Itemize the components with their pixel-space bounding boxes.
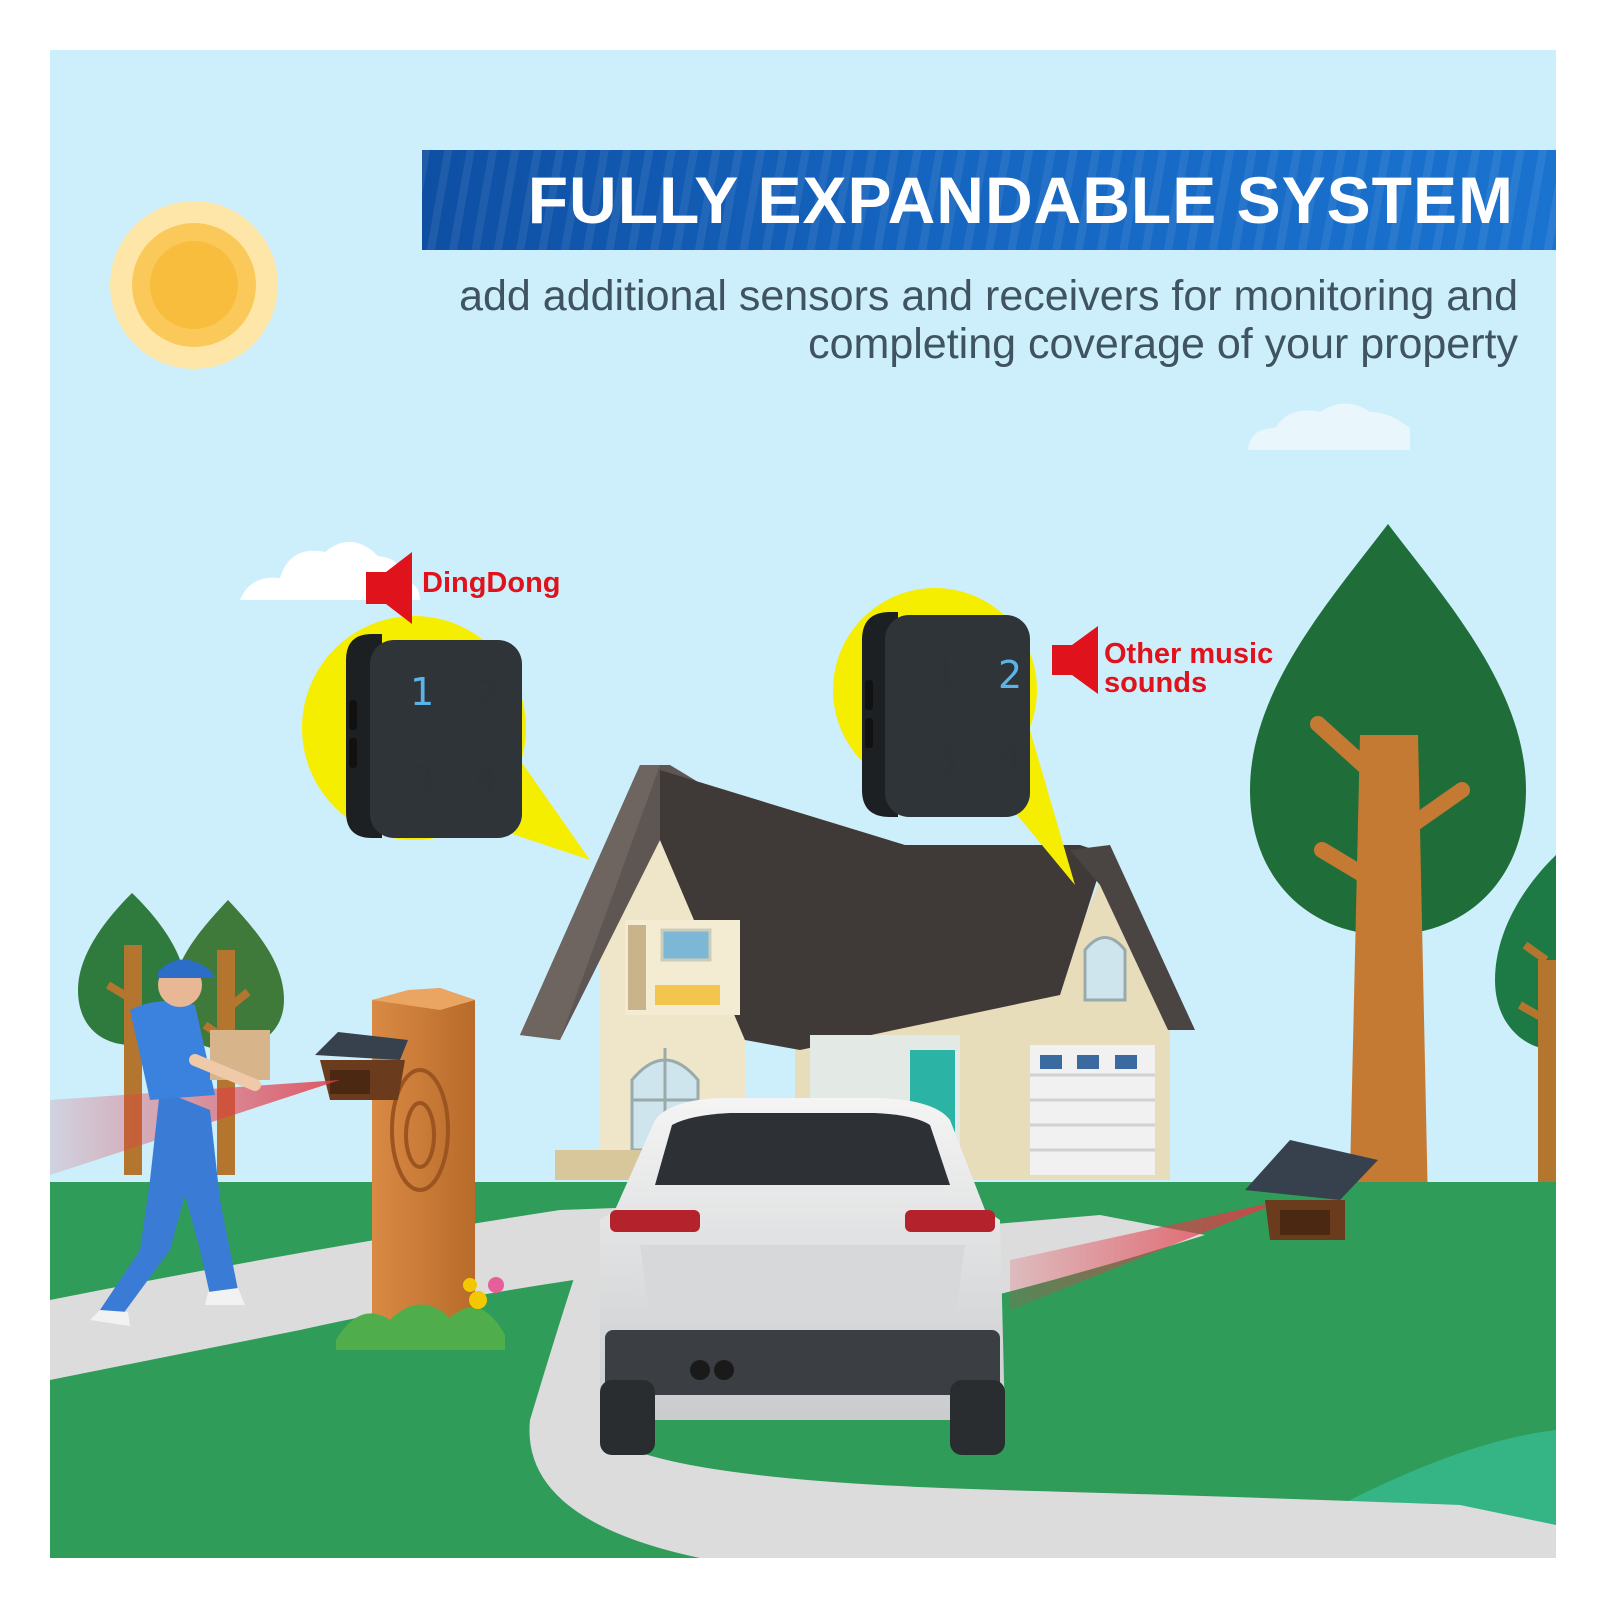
speaker-icon-right [1052, 626, 1098, 694]
sun-icon [110, 201, 278, 369]
subtitle: add additional sensors and receivers for… [459, 272, 1518, 368]
tree-far-right [1495, 855, 1556, 1230]
sound-label-other: Other music sounds [1104, 638, 1274, 699]
receiver-left-body [346, 634, 522, 838]
beam-right [1010, 1200, 1285, 1310]
receiver-right-key-4: 4 [998, 736, 1023, 780]
sensor-right [1245, 1140, 1378, 1240]
delivery-person [90, 959, 270, 1326]
speaker-icon-left [366, 552, 412, 624]
receiver-left-key-4: 4 [475, 756, 500, 800]
receiver-right-key-1: 1 [933, 650, 958, 694]
receiver-left-key-2: 2 [475, 673, 500, 717]
sound-label-dingdong: DingDong [422, 567, 561, 599]
car [600, 1098, 1005, 1455]
receiver-left-key-1: 1 [410, 670, 435, 714]
cloud-right [1248, 403, 1410, 450]
receiver-right-key-2: 2 [998, 653, 1023, 697]
post-sensor-left [315, 988, 505, 1350]
receiver-right-key-3: 3 [933, 738, 958, 782]
receiver-right-body [862, 612, 1030, 817]
receiver-left-key-3: 3 [410, 758, 435, 802]
banner-title: FULLY EXPANDABLE SYSTEM [527, 163, 1514, 237]
title-banner: FULLY EXPANDABLE SYSTEM [422, 150, 1556, 250]
banner-texture [422, 150, 1556, 250]
